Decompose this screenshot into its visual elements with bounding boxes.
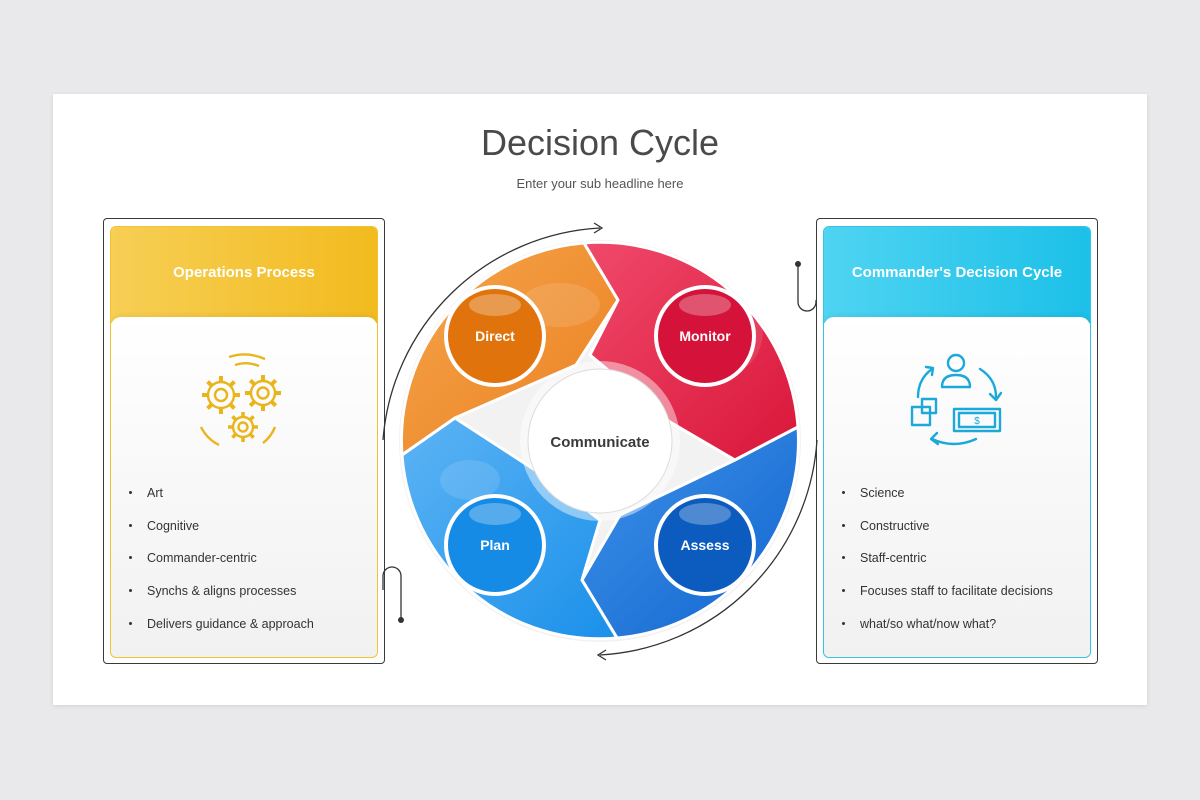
person-money-cycle-icon: $: [910, 353, 1003, 446]
commanders-decision-cycle-list: Science Constructive Staff-centric Focus…: [838, 485, 1053, 648]
list-item: Focuses staff to facilitate decisions: [838, 583, 1053, 616]
operations-process-title: Operations Process: [111, 227, 377, 323]
gears-icon: [199, 353, 281, 447]
operations-process-body: [111, 317, 377, 657]
list-item: Staff-centric: [838, 550, 1053, 583]
svg-text:$: $: [974, 416, 980, 427]
commanders-decision-cycle-body: $: [824, 317, 1090, 657]
left-card-outline: [103, 218, 385, 664]
list-item: what/so what/now what?: [838, 616, 1053, 649]
list-item: Synchs & aligns processes: [125, 583, 314, 616]
list-item: Delivers guidance & approach: [125, 616, 314, 649]
operations-process-list: Art Cognitive Commander-centric Synchs &…: [125, 485, 314, 648]
list-item: Constructive: [838, 518, 1053, 551]
page-title: Decision Cycle: [480, 122, 720, 163]
list-item: Cognitive: [125, 518, 314, 551]
list-item: Art: [125, 485, 314, 518]
page-subtitle: Enter your sub headline here: [516, 176, 684, 191]
operations-process-card: Operations Process: [110, 226, 378, 658]
commanders-decision-cycle-title: Commander's Decision Cycle: [824, 227, 1090, 323]
commanders-decision-cycle-card: Commander's Decision Cycle $: [823, 226, 1091, 658]
list-item: Science: [838, 485, 1053, 518]
list-item: Commander-centric: [125, 550, 314, 583]
